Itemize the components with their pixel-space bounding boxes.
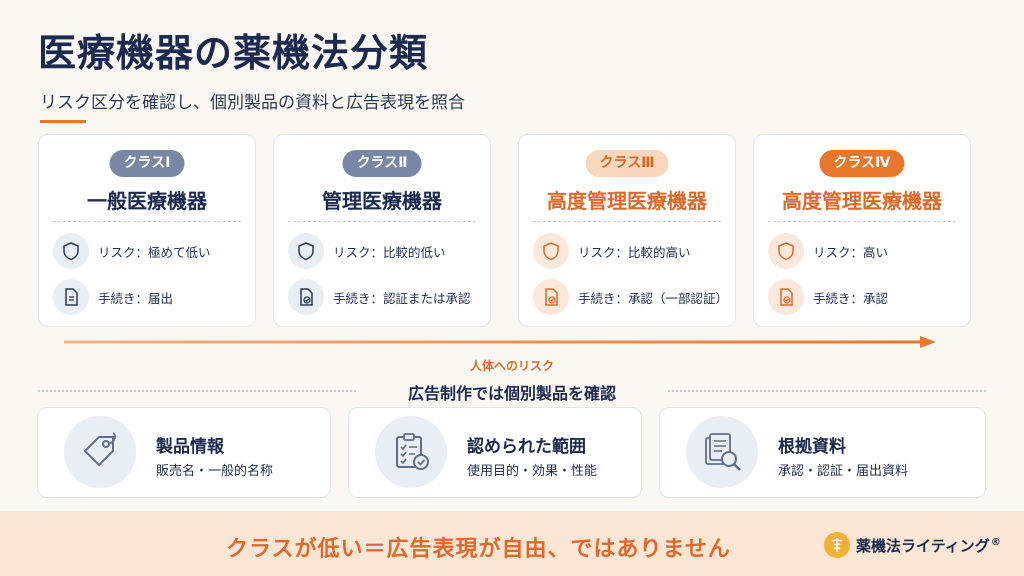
brand-name: 薬機法ライティング® [856,535,1001,556]
class-name: 高度管理医療機器 [547,189,707,213]
document-check-icon [768,279,804,315]
footer-band: クラスが低い＝広告表現が自由、ではありません 薬機法ライティング® [0,511,1024,576]
title-accent-rule [40,120,86,123]
procedure-text: 手続き：承認（一部認証） [578,290,729,306]
check-title: 認められた範囲 [467,437,586,457]
tag-icon [64,416,136,488]
brand-text: 薬機法ライティング [856,536,990,555]
page-subtitle: リスク区分を確認し、個別製品の資料と広告表現を照合 [40,93,465,113]
check-product-info: 製品情報 販売名・一般的名称 [37,407,331,498]
risk-row: リスク：比較的低い [288,233,484,269]
shield-icon [533,233,569,269]
class-badge: クラスⅠ [109,150,185,177]
risk-row: リスク：比較的高い [533,233,729,269]
class-name: 一般医療機器 [87,189,207,213]
check-title: 製品情報 [156,437,224,457]
shield-icon [288,233,324,269]
footer-message: クラスが低い＝広告表現が自由、ではありません [226,537,731,562]
class-badge: クラスⅣ [819,150,905,177]
document-check-icon [288,279,324,315]
procedure-row: 手続き：承認 [768,279,964,315]
card-divider [533,221,721,222]
checklist-icon [375,416,447,488]
risk-row: リスク：極めて低い [53,233,249,269]
class-4-card: クラスⅣ 高度管理医療機器 リスク：高い 手続き：承認 [753,134,971,327]
risk-axis-label: 人体へのリスク [469,359,554,373]
risk-text: リスク：比較的高い [578,244,691,260]
card-divider [288,221,476,222]
shield-icon [768,233,804,269]
page-title: 医療機器の薬機法分類 [38,31,429,75]
check-detail: 販売名・一般的名称 [156,464,274,479]
check-title: 根拠資料 [778,437,846,457]
procedure-text: 手続き：承認 [813,290,889,306]
card-divider [53,221,241,222]
document-icon [53,279,89,315]
dotted-divider-right [668,390,986,392]
dotted-divider-left [38,390,356,392]
risk-text: リスク：極めて低い [98,244,211,260]
document-search-icon [686,416,758,488]
risk-arrow-icon [64,336,936,348]
risk-row: リスク：高い [768,233,964,269]
class-badge: クラスⅡ [342,150,422,177]
procedure-text: 手続き：認証または承認 [333,290,471,306]
procedure-row: 手続き：承認（一部認証） [533,279,729,315]
procedure-text: 手続き：届出 [98,290,174,306]
procedure-row: 手続き：届出 [53,279,249,315]
class-2-card: クラスⅡ 管理医療機器 リスク：比較的低い 手続き：認証または承認 [273,134,491,327]
check-evidence-docs: 根拠資料 承認・認証・届出資料 [659,407,986,498]
risk-text: リスク：比較的低い [333,244,446,260]
class-name: 高度管理医療機器 [782,189,942,213]
class-3-card: クラスⅢ 高度管理医療機器 リスク：比較的高い 手続き：承認（一部認証） [518,134,736,327]
shield-icon [53,233,89,269]
class-name: 管理医療機器 [322,189,442,213]
check-detail: 承認・認証・届出資料 [778,464,909,479]
procedure-row: 手続き：認証または承認 [288,279,484,315]
brand-logo: 薬機法ライティング® [824,532,1001,558]
card-divider [768,221,956,222]
caduceus-icon [824,532,850,558]
class-badge: クラスⅢ [585,150,669,177]
document-check-icon [533,279,569,315]
class-1-card: クラスⅠ 一般医療機器 リスク：極めて低い 手続き：届出 [38,134,256,327]
registered-mark: ® [990,536,1001,548]
check-detail: 使用目的・効果・性能 [467,464,598,479]
risk-text: リスク：高い [813,244,889,260]
section-title: 広告制作では個別製品を確認 [407,384,616,403]
check-approved-scope: 認められた範囲 使用目的・効果・性能 [348,407,642,498]
